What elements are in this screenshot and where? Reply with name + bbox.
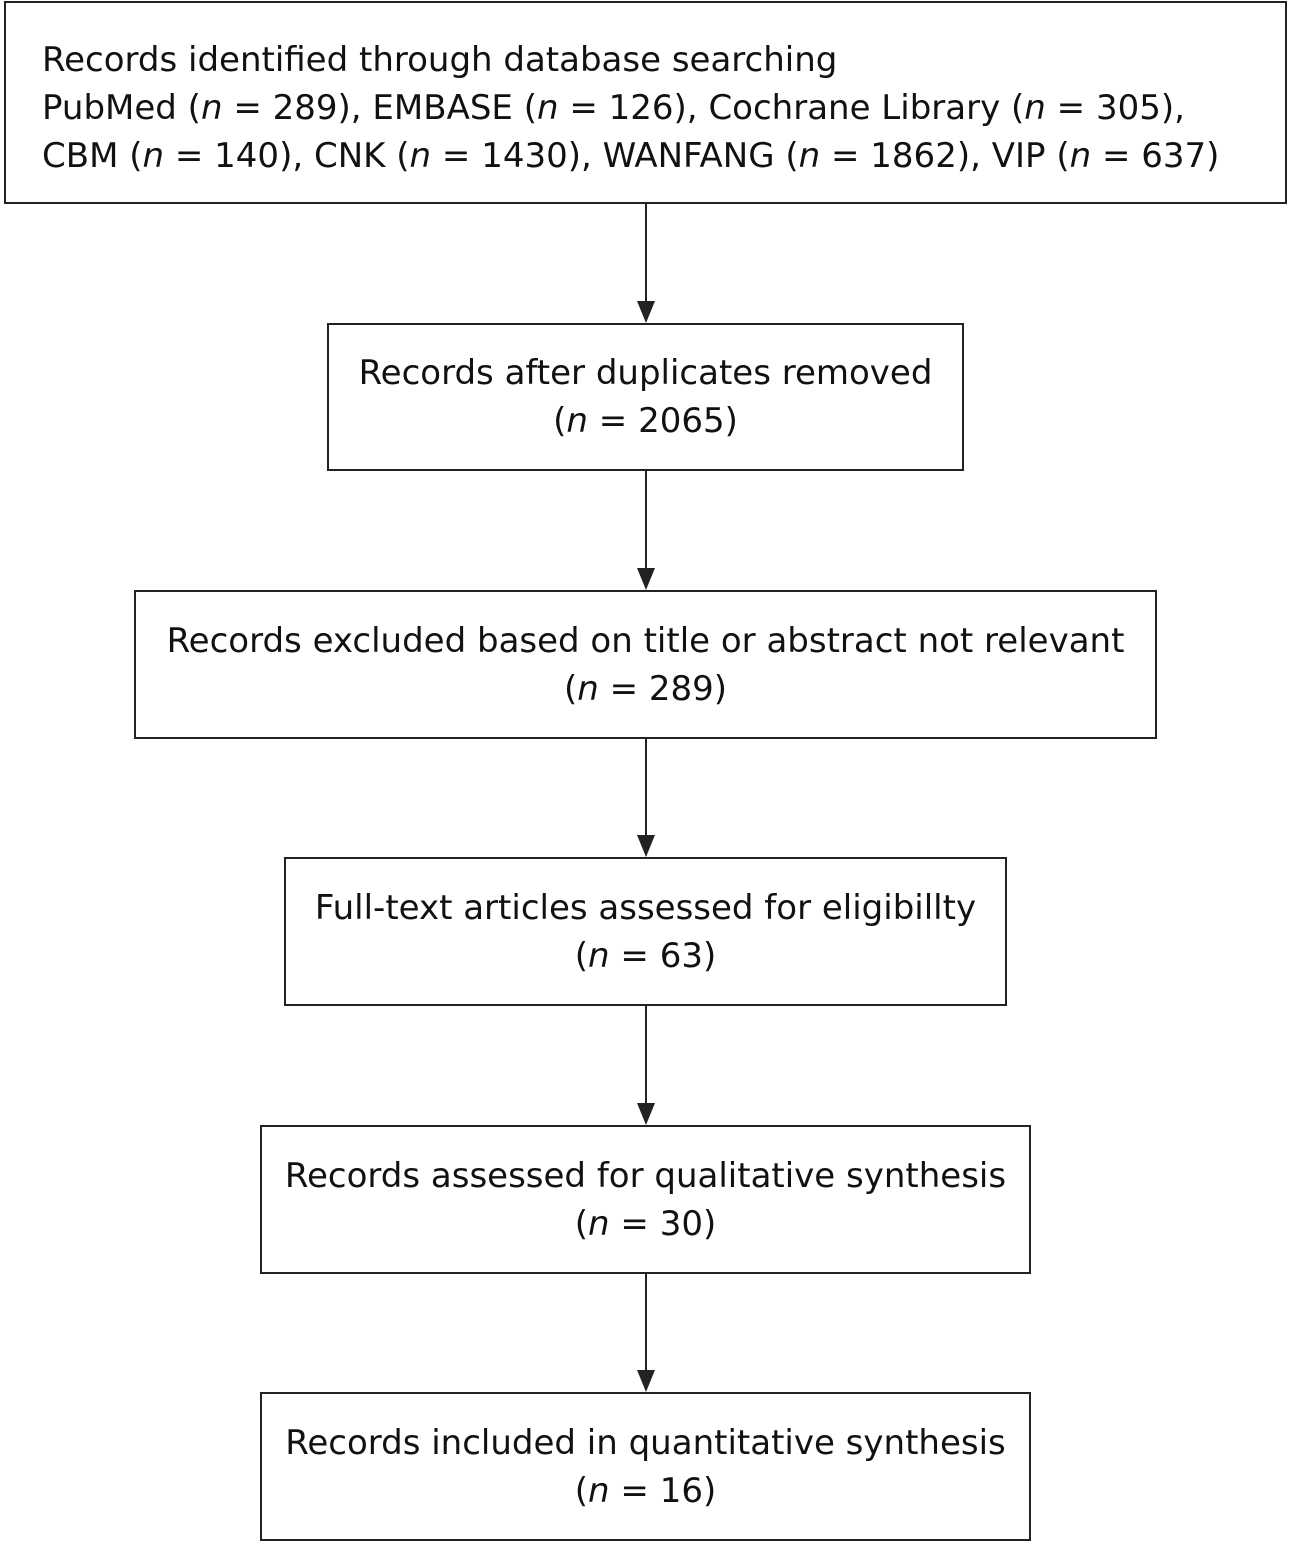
source-cnk-count: 1430: [481, 136, 568, 176]
step-count-value: 16: [659, 1470, 703, 1511]
step-label: Full-text articles assessed for eligibil…: [314, 887, 977, 928]
flow-arrow-3: [637, 739, 655, 857]
source-cochrane-name: Cochrane Library: [708, 88, 1001, 128]
step-count-value: 30: [659, 1203, 703, 1244]
source-cbm-count: 140: [214, 136, 280, 176]
step-label: Records after duplicates removed: [358, 353, 933, 393]
excluded-records-box: Records excluded based on title or abstr…: [134, 590, 1157, 739]
source-vip-count: 637: [1141, 136, 1207, 176]
source-embase-name: EMBASE: [372, 88, 513, 128]
flow-arrow-1: [637, 204, 655, 323]
duplicates-removed-box: Records after duplicates removed (n = 20…: [327, 323, 964, 471]
source-cochrane-count: 305: [1095, 88, 1161, 128]
step-count-value: 63: [659, 935, 703, 976]
identification-box: Records identified through database sear…: [4, 1, 1287, 204]
source-vip-name: VIP: [991, 136, 1046, 176]
arrowhead: [637, 568, 655, 590]
arrowhead: [637, 1370, 655, 1392]
source-pubmed-count: 289: [272, 88, 338, 128]
step-count-value: 289: [648, 668, 714, 709]
source-line-1: PubMed (n = 289), EMBASE (n = 126), Coch…: [42, 88, 1185, 128]
flow-arrow-2: [637, 471, 655, 590]
quantitative-synthesis-box: Records included in quantitative synthes…: [260, 1392, 1031, 1541]
step-count: (n = 2065): [553, 401, 738, 441]
arrowhead: [637, 1103, 655, 1125]
step-count: (n = 289): [563, 668, 728, 709]
step-count: (n = 63): [574, 935, 717, 976]
step-count-value: 2065: [638, 401, 725, 441]
arrowhead: [637, 835, 655, 857]
source-wanfang-name: WANFANG: [602, 136, 775, 176]
source-cbm-name: CBM: [42, 136, 119, 176]
identification-title: Records identified through database sear…: [42, 40, 838, 80]
step-label: Records assessed for qualitative synthes…: [284, 1155, 1007, 1196]
arrowhead: [637, 301, 655, 323]
full-text-assessed-box: Full-text articles assessed for eligibil…: [284, 857, 1007, 1006]
flow-arrow-4: [637, 1006, 655, 1125]
step-count: (n = 30): [574, 1203, 717, 1244]
source-pubmed-name: PubMed: [42, 88, 177, 128]
step-count: (n = 16): [574, 1470, 717, 1511]
source-line-2: CBM (n = 140), CNK (n = 1430), WANFANG (…: [42, 136, 1220, 176]
step-label: Records excluded based on title or abstr…: [166, 620, 1125, 661]
source-cnk-name: CNK: [313, 136, 386, 176]
step-label: Records included in quantitative synthes…: [285, 1422, 1006, 1463]
source-wanfang-count: 1862: [870, 136, 957, 176]
qualitative-synthesis-box: Records assessed for qualitative synthes…: [260, 1125, 1031, 1274]
source-embase-count: 126: [608, 88, 674, 128]
flow-arrow-5: [637, 1274, 655, 1392]
